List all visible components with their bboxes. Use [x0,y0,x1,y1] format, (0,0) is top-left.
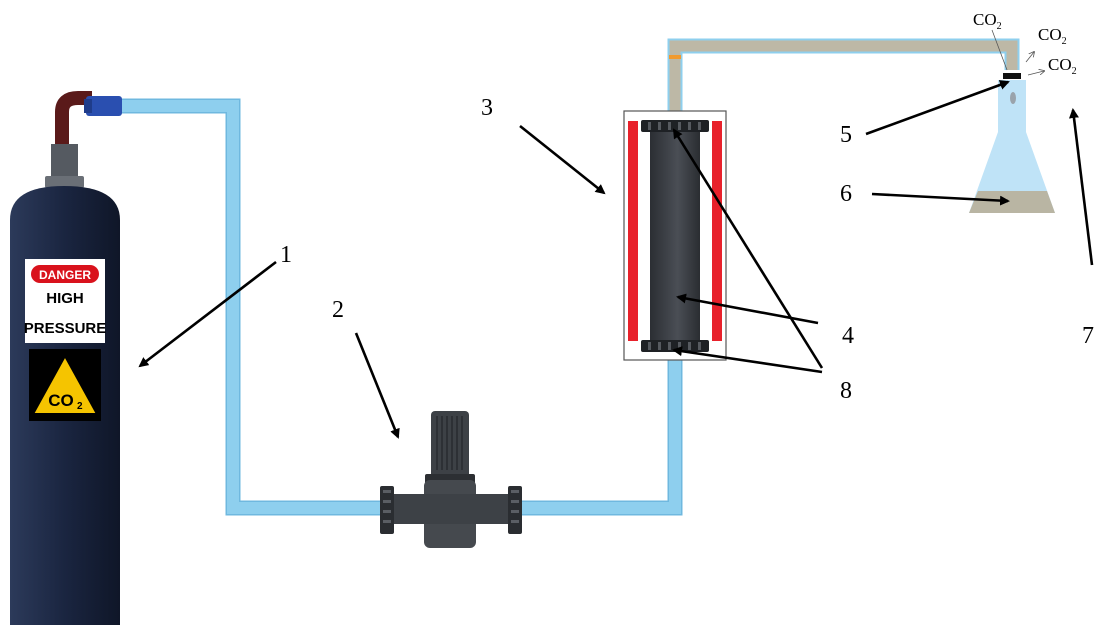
pressure-text: PRESSURE [24,320,107,337]
flask-body [969,80,1055,213]
label-8: 8 [840,378,852,404]
valve-connector [86,96,122,116]
cylinder-neck [51,144,78,180]
co2-label-top: CO2 [973,10,1002,32]
valve-nut [84,99,92,113]
co2-label-right: CO2 [1048,55,1077,77]
label-3: 3 [481,95,493,121]
heater-right [712,121,722,341]
pipe-pump-to-column-fill [518,352,681,514]
label-1: 1 [280,242,292,268]
cap-ribs [648,122,701,350]
danger-banner [31,265,99,283]
erlenmeyer-flask-icon [969,73,1055,213]
number-labels: 1 2 3 4 5 6 7 8 [280,95,1094,404]
motor-fins [436,416,463,470]
drop-icon [1010,92,1016,104]
heater-left [628,121,638,341]
arrow-1 [138,260,277,368]
co2-escape-arrow-right [1027,71,1044,76]
arrow-8a [672,128,824,369]
arrow-2 [354,332,400,439]
pump-motor [431,411,469,479]
arrow-5 [865,80,1010,136]
high-text: HIGH [46,290,84,307]
arrow-8b [672,346,823,374]
gas-line-fill [669,40,1018,118]
danger-text: DANGER [39,268,91,282]
label-6: 6 [840,181,852,207]
hazard-co-text: CO [48,391,74,410]
pipe-pump-to-column [518,352,683,516]
orange-joint [669,55,681,59]
arrow-6 [871,192,1010,206]
gas-cylinder-icon: DANGER HIGH PRESSURE CO 2 [10,91,122,625]
pipe-cylinder-to-pump-fill [120,100,380,514]
callout-arrows [138,80,1094,439]
co2-pointer-line [991,29,1008,71]
pipe-network [120,38,1020,516]
pump-icon [380,411,522,548]
label-5: 5 [840,122,852,148]
hazard-sub-text: 2 [77,401,83,412]
label-7: 7 [1082,323,1094,349]
pump-pipe [390,494,512,524]
co2-labels: CO2 CO2 CO2 [973,10,1077,77]
arrow-3 [519,124,606,195]
label-4: 4 [842,323,854,349]
co2-escape-arrow-up [1025,52,1034,63]
cylinder-valve [55,91,92,150]
pipe-column-to-flask [667,38,1020,118]
flask-stopper [1003,73,1021,79]
extraction-vessel-icon [623,110,727,361]
flask-liquid [969,191,1055,213]
column-body [650,128,700,341]
label-2: 2 [332,297,344,323]
hazard-triangle-icon [32,355,98,415]
flange-bolts [383,490,519,523]
arrow-4 [676,293,819,325]
arrow-7 [1069,108,1094,266]
co2-label-upper: CO2 [1038,25,1067,47]
cylinder-collar [45,176,84,188]
